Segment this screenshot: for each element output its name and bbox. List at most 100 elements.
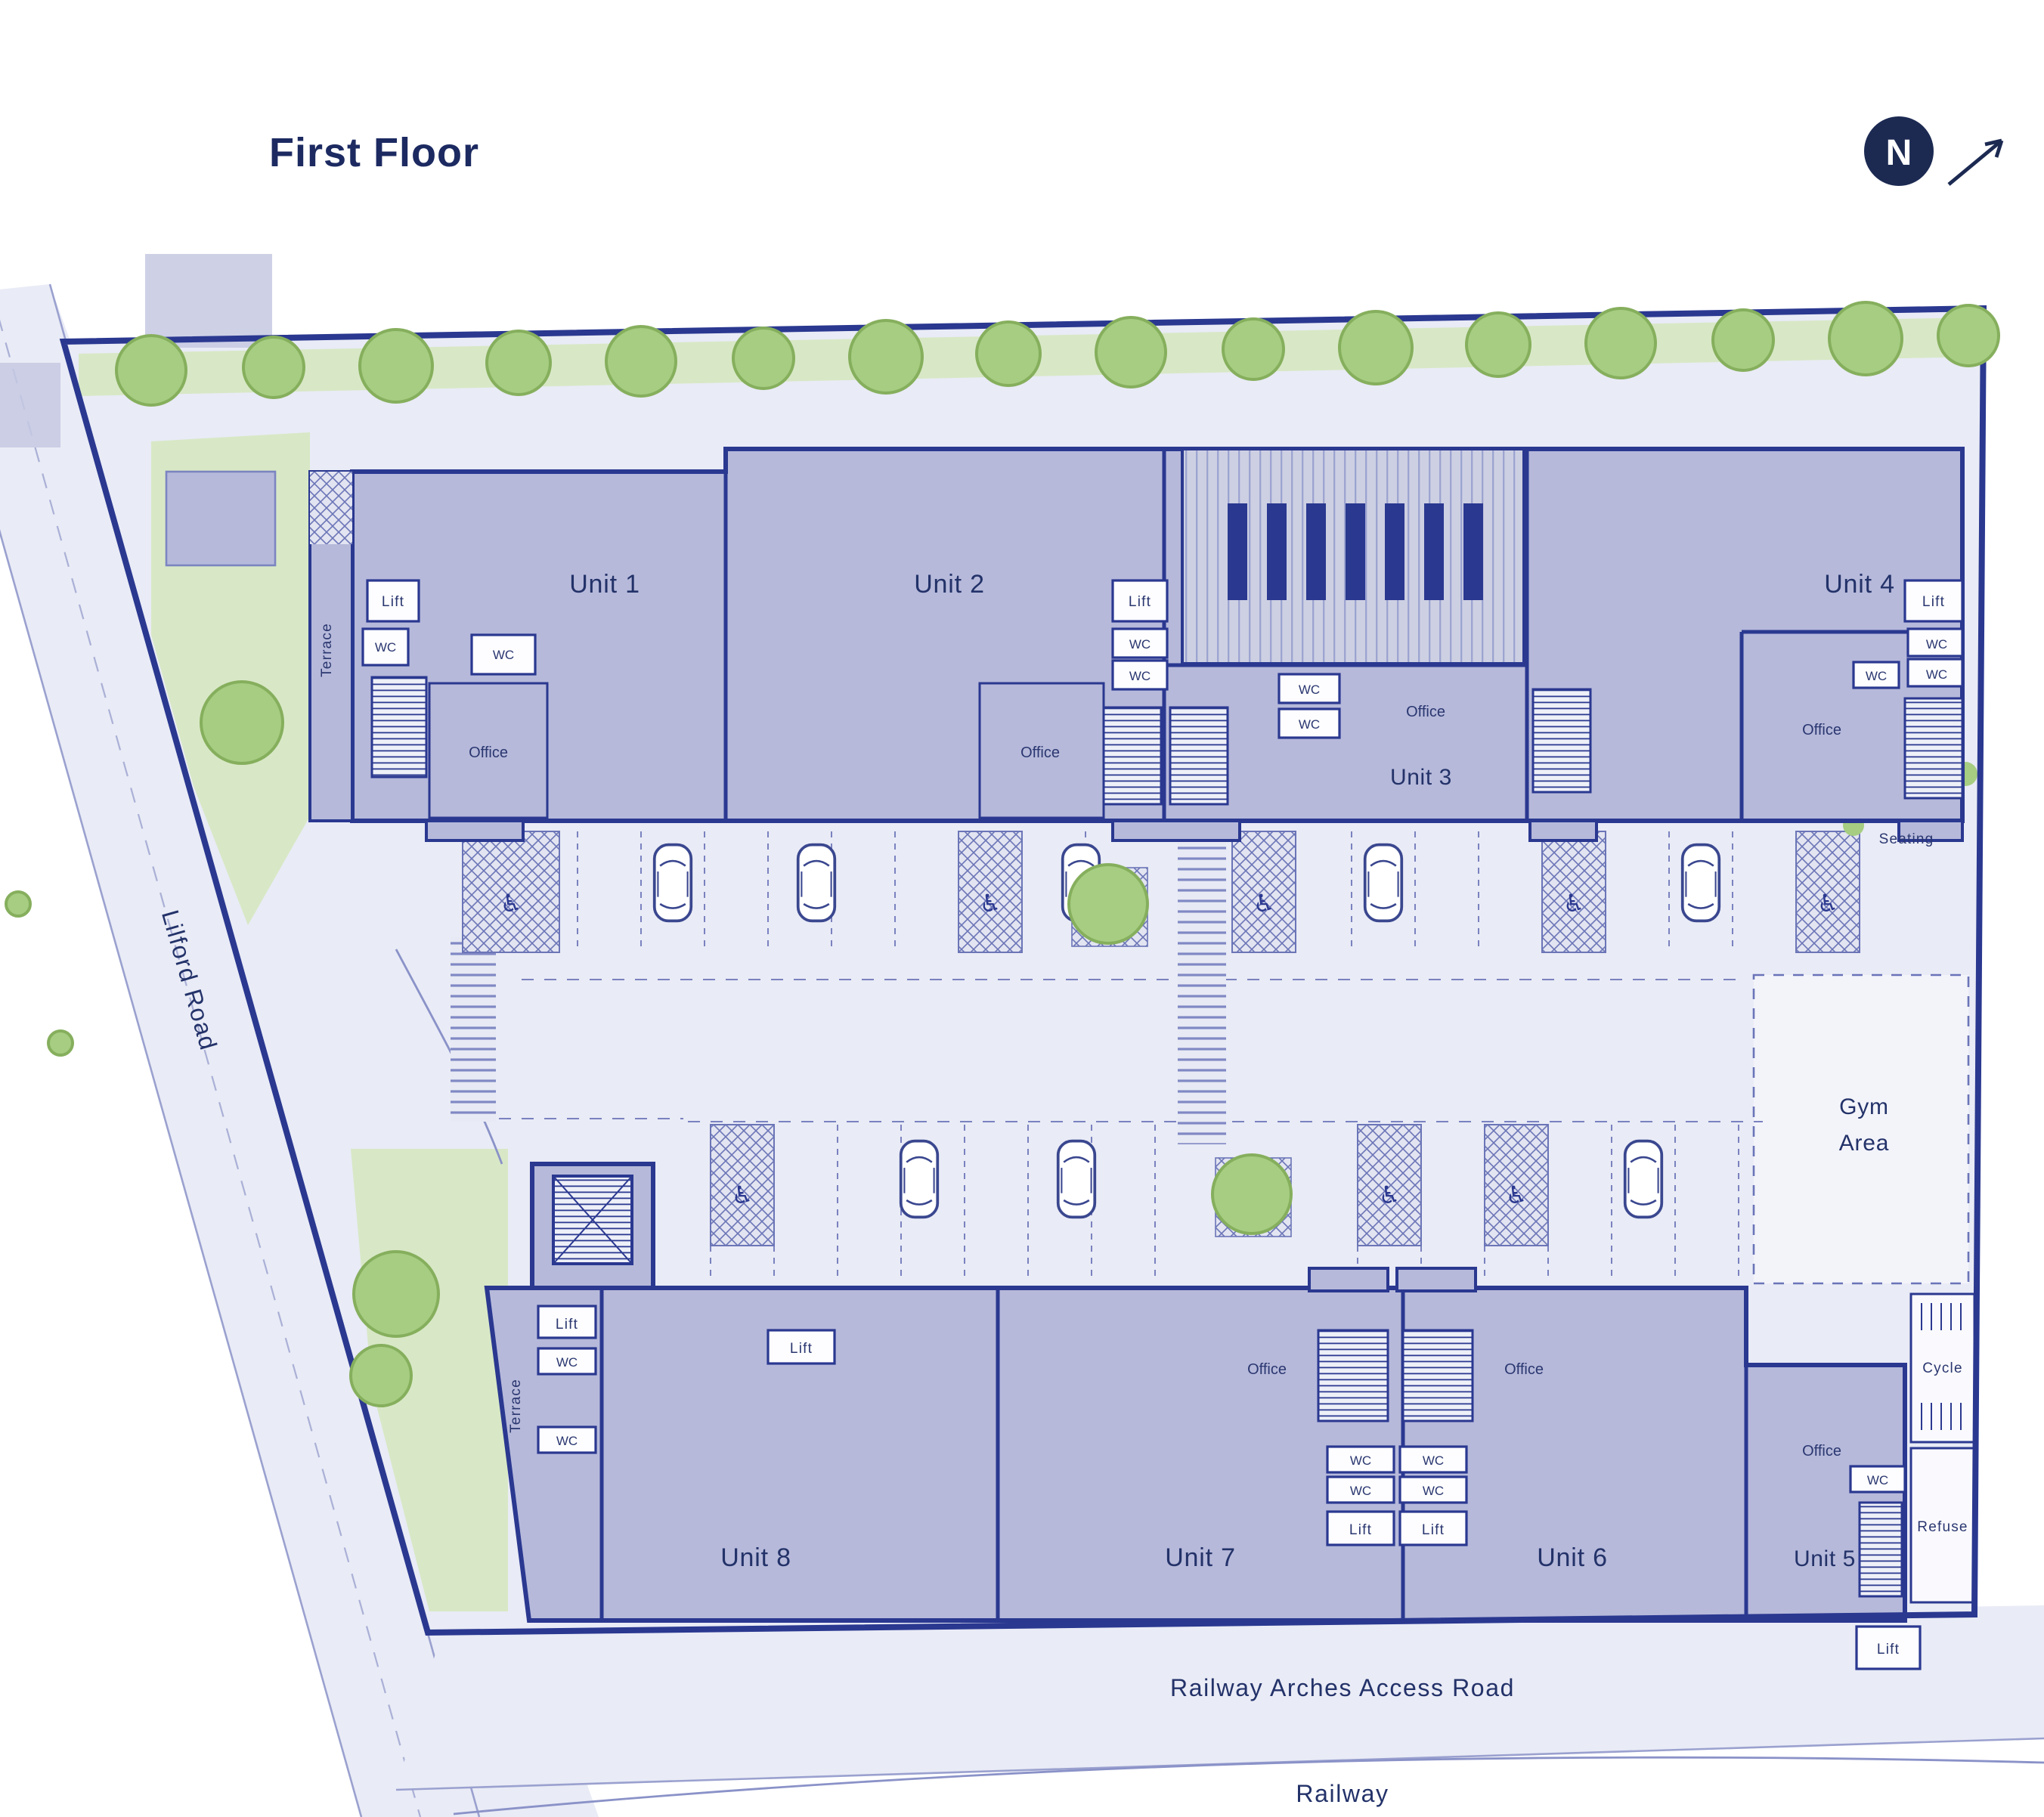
tree: [352, 1250, 440, 1338]
car: [1623, 1139, 1664, 1219]
accessible-parking-bay: [710, 1124, 775, 1246]
tree: [115, 334, 187, 407]
wc-room: [1326, 1445, 1395, 1474]
wc-room: [537, 1425, 597, 1454]
accessible-parking-bay: [1484, 1124, 1549, 1246]
stair: [1858, 1501, 1903, 1598]
wc-label: WC: [1350, 1484, 1371, 1498]
tree: [1211, 1153, 1293, 1235]
lift-label: Lift: [790, 1341, 813, 1357]
stair-cores-north: [370, 676, 1964, 806]
lift-room: [1903, 579, 1964, 623]
wheelchair-icon: ♿: [1506, 1181, 1528, 1209]
stair-cores-south: [1317, 1329, 1903, 1598]
wheelchair-icon: ♿: [1379, 1181, 1401, 1209]
terrace-hatch: [310, 472, 352, 544]
neighbour-buildings: [0, 254, 272, 447]
office-label: Office: [1504, 1361, 1544, 1378]
terrace-label: Terrace: [319, 623, 335, 677]
office-room: [428, 682, 549, 819]
unit-8-label: Unit 8: [720, 1543, 791, 1572]
unit-6-label: Unit 6: [1537, 1543, 1608, 1572]
gym-area-label-line2: Area: [1839, 1131, 1890, 1156]
stair: [1401, 1329, 1474, 1422]
wheelchair-icon: ♿: [732, 1181, 754, 1209]
wheelchair-icon: ♿: [980, 890, 1002, 917]
stair: [370, 676, 428, 778]
unit-4-label: Unit 4: [1824, 570, 1895, 599]
lift-label: Lift: [1129, 594, 1151, 610]
car: [899, 1139, 940, 1219]
tree: [47, 1029, 74, 1057]
tree: [5, 890, 32, 918]
stair: [1317, 1329, 1389, 1422]
wc-label: WC: [1129, 669, 1151, 683]
lift-label: Lift: [1349, 1522, 1372, 1538]
tree: [1095, 316, 1167, 388]
wc-room: [1906, 658, 1964, 688]
stair: [1102, 706, 1163, 806]
site-boundary: [59, 305, 1987, 1636]
tree: [200, 680, 284, 765]
tree: [349, 1344, 413, 1407]
office-label: Office: [469, 744, 508, 761]
car: [1363, 843, 1404, 923]
accessible-bays-south: ♿ ♿ ♿: [710, 1124, 1549, 1246]
wc-room: [537, 1347, 597, 1376]
south-building-outline: [484, 1286, 1907, 1623]
gym-area-label-line1: Gym: [1839, 1094, 1889, 1119]
garden-structure: [165, 470, 277, 567]
north-label: N: [1886, 133, 1912, 173]
unit-7-label: Unit 7: [1165, 1543, 1236, 1572]
rooms-north: [361, 579, 1964, 739]
stair: [1531, 688, 1592, 794]
wc-room: [1278, 707, 1341, 739]
tree: [1067, 863, 1149, 945]
tree: [1937, 304, 2000, 367]
wc-label: WC: [375, 640, 396, 655]
wheelchair-icon: ♿: [500, 890, 522, 917]
office-label: Office: [1406, 704, 1445, 720]
wc-room: [1111, 659, 1169, 691]
wc-room: [470, 633, 537, 676]
car: [652, 843, 693, 923]
tree: [1222, 317, 1285, 381]
lift-label: Lift: [382, 594, 404, 610]
wc-label: WC: [1423, 1453, 1444, 1468]
wc-label: WC: [1423, 1484, 1444, 1498]
lift-room: [1111, 579, 1169, 623]
wheelchair-icon: ♿: [1817, 890, 1839, 917]
wheelchair-icon: ♿: [1253, 890, 1275, 917]
access-road-label: Railway Arches Access Road: [1170, 1674, 1515, 1701]
crossing-west: [451, 937, 496, 1122]
tree: [1465, 311, 1531, 378]
rooms-south: [537, 1305, 1922, 1670]
wc-room: [1906, 627, 1964, 658]
lift-room: [1855, 1625, 1922, 1670]
tree: [485, 330, 552, 396]
wc-label: WC: [1866, 669, 1887, 683]
cycle-store: [1909, 1292, 1976, 1444]
wc-room: [1326, 1475, 1395, 1504]
tree: [1711, 308, 1775, 372]
tree: [242, 336, 305, 399]
tree: [848, 319, 924, 395]
seating-label: Seating: [1879, 831, 1934, 847]
wc-room: [361, 627, 410, 667]
lift-room: [537, 1305, 597, 1339]
railway-line: [453, 1756, 2044, 1815]
office-outlines-north: [428, 682, 1105, 819]
louvre-block: [1181, 447, 1525, 665]
gym-area: [1752, 974, 1970, 1285]
wc-room: [1849, 1465, 1906, 1494]
north-indicator: N: [1864, 116, 2004, 186]
wc-label: WC: [1299, 683, 1320, 697]
tree: [1338, 310, 1414, 385]
wc-room: [1111, 627, 1169, 659]
wc-label: WC: [556, 1355, 578, 1370]
stair: [1903, 697, 1964, 800]
lift-label: Lift: [1877, 1642, 1900, 1658]
unit-3-label: Unit 3: [1390, 765, 1452, 790]
